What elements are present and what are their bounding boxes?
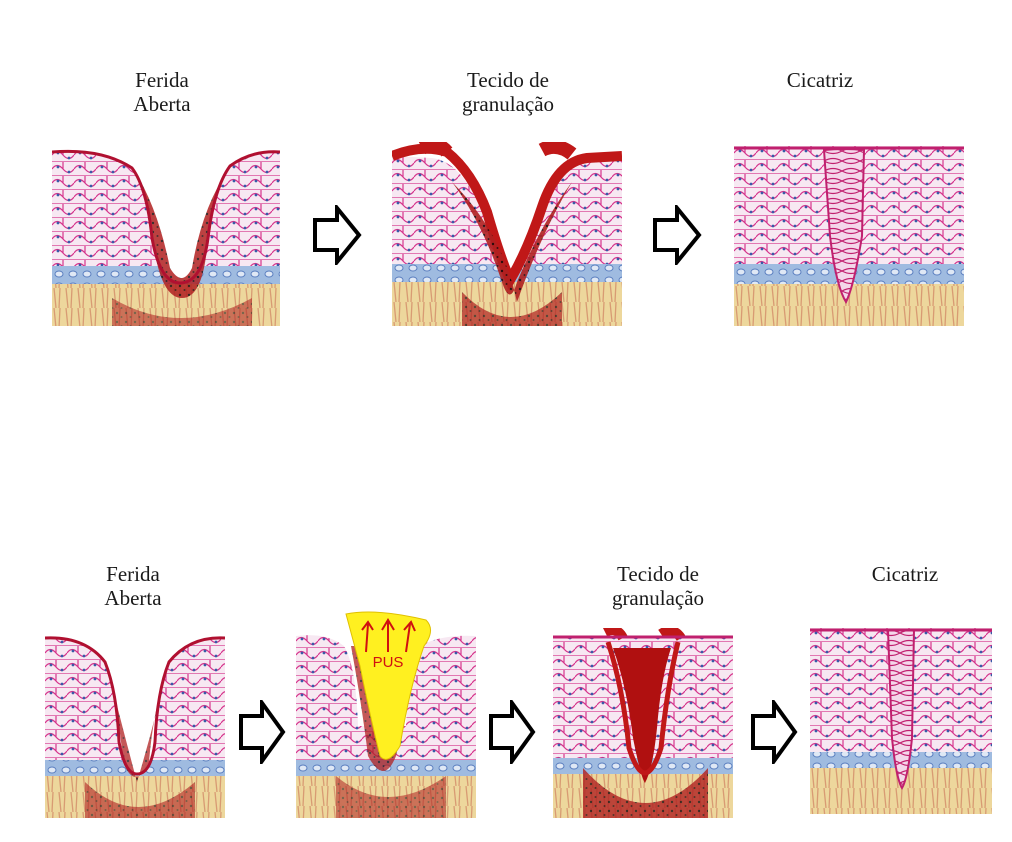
panel-scar-1	[734, 146, 964, 326]
arrow-right-icon	[652, 205, 702, 265]
panel-open-wound-1	[52, 148, 280, 326]
panel-granulation-2	[553, 628, 733, 818]
label-scar-2: Cicatriz	[845, 562, 965, 586]
label-scar-1: Cicatriz	[760, 68, 880, 92]
pus-label: PUS	[366, 654, 410, 671]
arrow-right-icon	[312, 205, 362, 265]
panel-scar-2	[810, 628, 992, 814]
panel-open-wound-2	[45, 632, 225, 818]
panel-pus: PUS	[296, 606, 476, 818]
arrow-right-icon	[238, 700, 286, 764]
arrow-right-icon	[488, 700, 536, 764]
panel-granulation-1	[392, 142, 622, 326]
arrow-right-icon	[750, 700, 798, 764]
